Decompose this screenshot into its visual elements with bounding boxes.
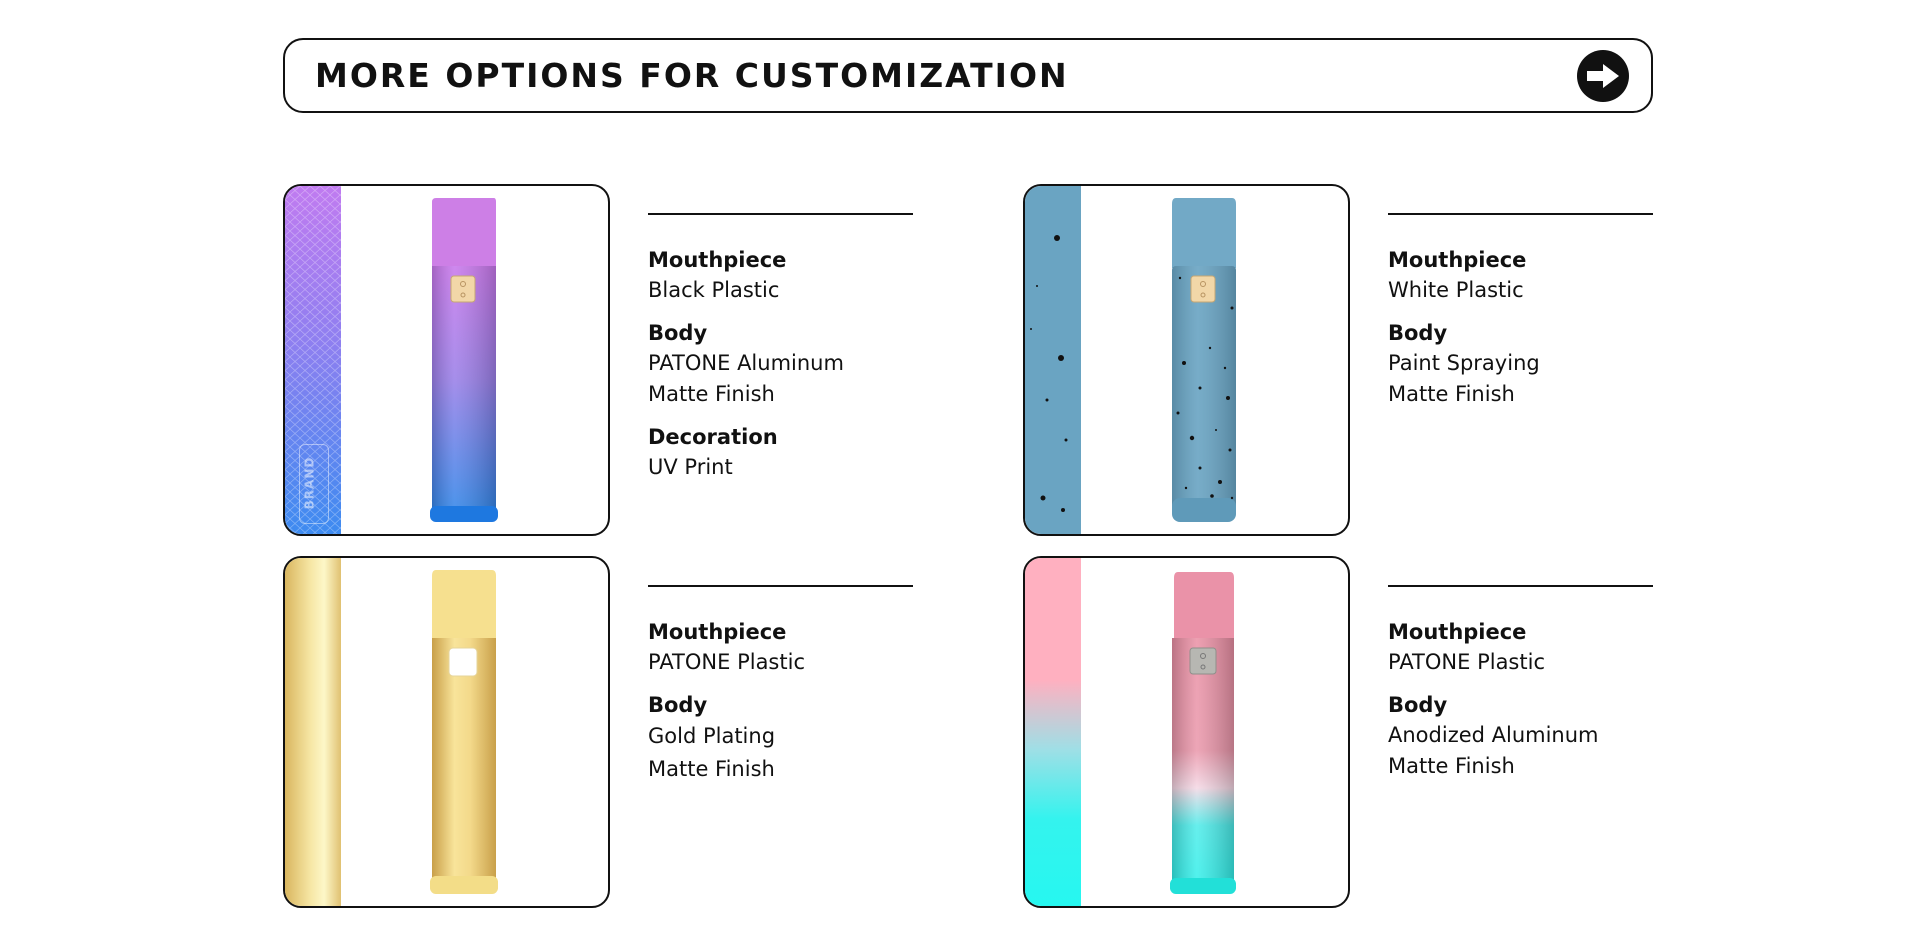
spec-divider xyxy=(648,585,913,587)
spec-value: Gold Plating xyxy=(648,724,776,748)
spec-list-gold: Mouthpiece PATONE Plastic Body Gold Plat… xyxy=(648,585,913,798)
spec-list-purple-blue: Mouthpiece Black Plastic Body PATONE Alu… xyxy=(648,213,913,495)
vape-device-image xyxy=(430,198,498,522)
spec-label: Body xyxy=(1388,321,1448,345)
color-swatch: BRAND xyxy=(285,186,341,534)
spec-mouthpiece: Mouthpiece PATONE Plastic xyxy=(1388,617,1653,678)
spec-label: Mouthpiece xyxy=(648,248,787,272)
spec-body: Body PATONE Aluminum Matte Finish xyxy=(648,318,913,410)
vape-device-image xyxy=(1172,198,1236,522)
product-card-gold[interactable] xyxy=(283,556,610,908)
brand-watermark-text: BRAND xyxy=(302,456,317,510)
spec-label: Mouthpiece xyxy=(1388,620,1527,644)
spec-label: Body xyxy=(1388,693,1448,717)
product-card-pink-cyan[interactable] xyxy=(1023,556,1350,908)
spec-value: Matte Finish xyxy=(1388,382,1515,406)
spec-divider xyxy=(1388,213,1653,215)
spec-value: PATONE Plastic xyxy=(1388,650,1545,674)
product-card-purple-blue[interactable]: BRAND xyxy=(283,184,610,536)
color-swatch xyxy=(1025,558,1081,906)
spec-decoration: Decoration UV Print xyxy=(648,422,913,483)
spec-mouthpiece: Mouthpiece Black Plastic xyxy=(648,245,913,306)
spec-value: Black Plastic xyxy=(648,278,780,302)
spec-value: White Plastic xyxy=(1388,278,1524,302)
spec-list-pink-cyan: Mouthpiece PATONE Plastic Body Anodized … xyxy=(1388,585,1653,794)
spec-value: PATONE Aluminum xyxy=(648,351,844,375)
spec-mouthpiece: Mouthpiece PATONE Plastic xyxy=(648,617,913,678)
spec-body: Body Gold Plating Matte Finish xyxy=(648,690,913,786)
color-swatch xyxy=(285,558,341,906)
spec-value: Matte Finish xyxy=(1388,754,1515,778)
spec-label: Mouthpiece xyxy=(648,620,787,644)
spec-body: Body Paint Spraying Matte Finish xyxy=(1388,318,1653,410)
color-swatch xyxy=(1025,186,1081,534)
spec-mouthpiece: Mouthpiece White Plastic xyxy=(1388,245,1653,306)
spec-label: Mouthpiece xyxy=(1388,248,1527,272)
spec-value: Paint Spraying xyxy=(1388,351,1540,375)
spec-value: PATONE Plastic xyxy=(648,650,805,674)
vape-device-image xyxy=(1170,572,1236,894)
spec-divider xyxy=(648,213,913,215)
spec-divider xyxy=(1388,585,1653,587)
customization-banner[interactable]: MORE OPTIONS FOR CUSTOMIZATION xyxy=(283,38,1653,113)
spec-body: Body Anodized Aluminum Matte Finish xyxy=(1388,690,1653,782)
spec-label: Body xyxy=(648,321,708,345)
brand-watermark xyxy=(299,444,329,524)
product-card-speckled-blue[interactable] xyxy=(1023,184,1350,536)
spec-label: Decoration xyxy=(648,425,778,449)
spec-list-speckled-blue: Mouthpiece White Plastic Body Paint Spra… xyxy=(1388,213,1653,422)
spec-value: Matte Finish xyxy=(648,757,775,781)
vape-device-image xyxy=(430,570,498,894)
banner-title: MORE OPTIONS FOR CUSTOMIZATION xyxy=(315,56,1069,95)
spec-label: Body xyxy=(648,693,708,717)
spec-value: Anodized Aluminum xyxy=(1388,723,1599,747)
arrow-right-circle-icon[interactable] xyxy=(1577,49,1629,102)
spec-value: Matte Finish xyxy=(648,382,775,406)
spec-value: UV Print xyxy=(648,455,733,479)
